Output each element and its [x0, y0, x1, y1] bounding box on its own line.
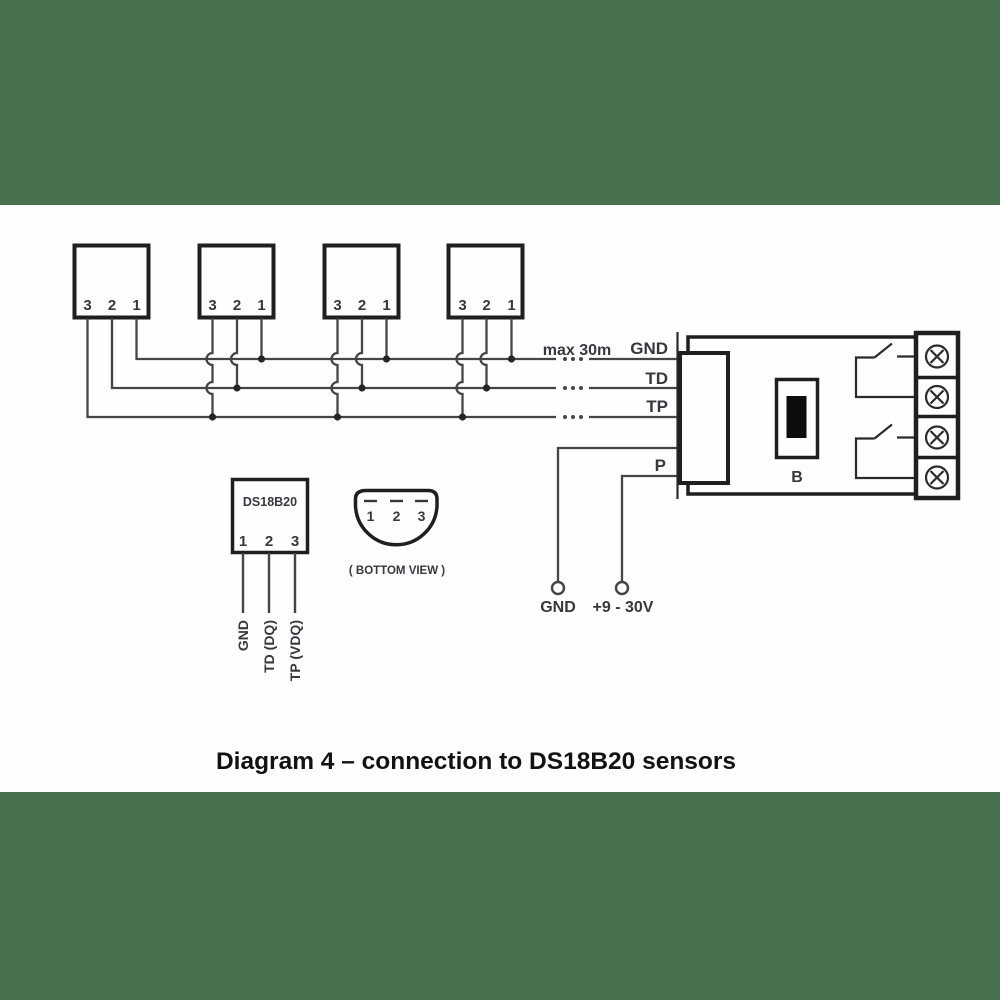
sensor2-pin2-wire	[229, 318, 239, 388]
ds18b20-pin1: 1	[239, 533, 247, 550]
sensor-box-outline	[72, 243, 151, 320]
relay-contact-1	[854, 342, 916, 399]
sensor3-pin2-label: 2	[358, 297, 366, 314]
sensor3-pin1-label: 1	[382, 297, 390, 314]
bottom-view-caption: ( BOTTOM VIEW )	[349, 565, 445, 577]
sensor-box-outline	[322, 243, 401, 320]
port-p-label: P	[655, 456, 666, 475]
bus-break-dots	[563, 357, 583, 419]
sensor4-pin2-label: 2	[482, 297, 490, 314]
sensor3-pin2-wire	[354, 318, 364, 388]
bottom-view-pin1: 1	[367, 508, 375, 524]
ds18b20-pinout: DS18B20 1 2 3 GND TD (DQ) TP (VDQ)	[230, 477, 310, 681]
ds18b20-pin1-function: GND	[235, 620, 251, 651]
sensor2-pin3-label: 3	[208, 297, 216, 314]
power-gnd-wire	[556, 446, 679, 582]
sensor-box-2: 3 2 1	[197, 243, 276, 320]
ds18b20-pin2-function: TD (DQ)	[261, 620, 277, 673]
sensor3-pin3-wire	[330, 318, 339, 417]
ds18b20-pin2: 2	[265, 533, 273, 550]
ds18b20-body	[230, 477, 310, 555]
sensor-box-outline	[446, 243, 525, 320]
port-td-label: TD	[645, 369, 668, 388]
sensor-box-1: 3 2 1	[72, 243, 151, 320]
sensor4-pin1-label: 1	[507, 297, 515, 314]
ds18b20-name: DS18B20	[243, 495, 297, 509]
sensor4-pin3-wire	[455, 318, 464, 417]
sensor-box-4: 3 2 1	[446, 243, 525, 320]
bottom-green-band	[0, 792, 1000, 1000]
input-connector-block	[678, 351, 730, 485]
sensor4-pin2-wire	[479, 318, 488, 388]
bottom-view-pin3: 3	[418, 508, 426, 524]
wiring-diagram-svg: 3 2 1 3 2 1 3 2 1 3 2 1	[72, 243, 961, 775]
bus-wiring	[86, 318, 679, 419]
ds18b20-pin3-function: TP (VDQ)	[287, 620, 303, 681]
bus-line-tp-left	[86, 318, 556, 419]
sensor1-pin3-label: 3	[83, 297, 91, 314]
power-wiring	[556, 446, 679, 582]
power-plus-wire	[620, 474, 679, 582]
screw-terminal-icons	[924, 344, 950, 490]
sensor1-pin1-label: 1	[132, 297, 140, 314]
bus-line-gnd-left	[135, 318, 556, 361]
diagram-title: Diagram 4 – connection to DS18B20 sensor…	[216, 748, 736, 775]
sensor2-pin1-label: 1	[257, 297, 265, 314]
port-tp-label: TP	[646, 397, 668, 416]
top-green-band	[0, 0, 1000, 205]
bottom-view-detail: 1 2 3 ( BOTTOM VIEW )	[349, 488, 445, 577]
sensor4-pin3-label: 3	[458, 297, 466, 314]
junction-dots	[208, 355, 516, 421]
component-b-slot	[786, 396, 807, 438]
diagram-canvas: 3 2 1 3 2 1 3 2 1 3 2 1	[0, 205, 1000, 792]
sensor2-pin2-label: 2	[233, 297, 241, 314]
controller-unit: B	[676, 330, 961, 501]
sensor2-pin3-wire	[205, 318, 214, 417]
relay-terminal-block	[913, 330, 961, 501]
bus-line-td-left	[110, 318, 556, 390]
power-plus-terminal	[614, 580, 630, 596]
max-distance-label: max 30m	[543, 342, 612, 359]
component-b-label: B	[791, 469, 803, 486]
power-gnd-terminal	[550, 580, 566, 596]
sensor3-pin3-label: 3	[333, 297, 341, 314]
sensor-box-3: 3 2 1	[322, 243, 401, 320]
power-voltage-label: +9 - 30V	[593, 599, 654, 616]
sensor-box-outline	[197, 243, 276, 320]
port-gnd-label: GND	[630, 339, 668, 358]
relay-contact-2	[854, 423, 916, 480]
ds18b20-pin-leads	[241, 553, 297, 613]
ds18b20-pin3: 3	[291, 533, 299, 550]
to92-bottom-outline	[353, 488, 439, 547]
sensor1-pin2-label: 2	[108, 297, 116, 314]
power-gnd-label: GND	[540, 599, 576, 616]
bottom-view-pin2: 2	[393, 508, 401, 524]
